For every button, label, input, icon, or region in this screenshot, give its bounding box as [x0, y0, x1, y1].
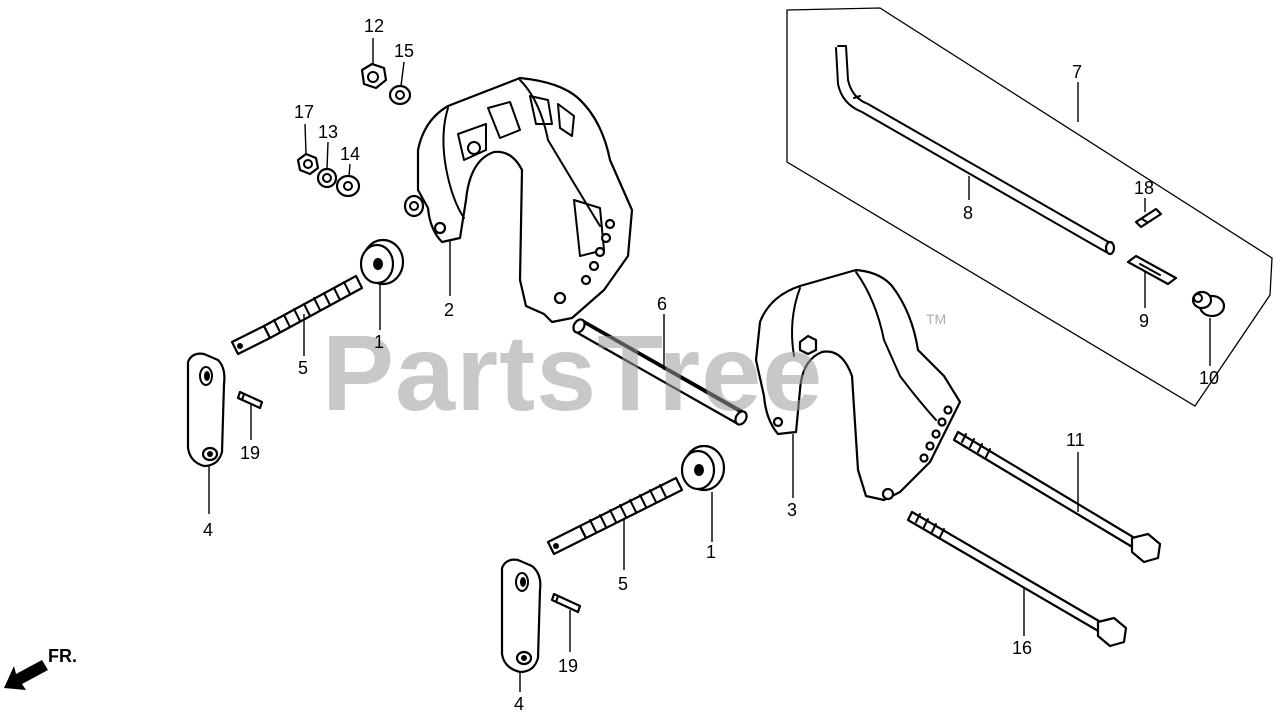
- callout-4: 4: [203, 520, 213, 540]
- watermark-trademark: TM: [926, 311, 946, 327]
- callout-14: 14: [340, 144, 360, 164]
- part-19-cotter-pin-lower[interactable]: [550, 592, 582, 614]
- part-9-lock-pin[interactable]: [1126, 254, 1178, 286]
- part-1-clamp-pad[interactable]: [359, 238, 405, 286]
- callout-3: 3: [787, 500, 797, 520]
- part-3-stern-bracket[interactable]: [754, 268, 962, 502]
- callout-15: 15: [394, 41, 414, 61]
- callout-5-lower: 5: [618, 574, 628, 594]
- watermark-text: PartsTree: [322, 312, 823, 433]
- part-12-nut[interactable]: [360, 62, 388, 90]
- part-4-clamp-handle[interactable]: [186, 352, 226, 468]
- part-13-lock-washer[interactable]: [316, 167, 338, 189]
- callout-7: 7: [1072, 62, 1082, 82]
- callout-11: 11: [1066, 430, 1085, 450]
- part-15-washer[interactable]: [388, 84, 412, 106]
- callout-5: 5: [298, 358, 308, 378]
- front-label: FR.: [48, 646, 77, 666]
- callout-9: 9: [1139, 311, 1149, 331]
- callout-labels: 12 15 17 13 14 1 2 5 19 4 6 7 8 18 9 10 …: [203, 16, 1219, 714]
- part-18-pin[interactable]: [1134, 207, 1163, 229]
- callout-18: 18: [1134, 178, 1154, 198]
- callout-4-lower: 4: [514, 694, 524, 714]
- front-direction-indicator: FR.: [4, 646, 77, 690]
- callout-1-lower: 1: [706, 542, 716, 562]
- callout-10: 10: [1199, 368, 1219, 388]
- front-arrow-icon: [4, 660, 48, 690]
- callout-1: 1: [374, 332, 384, 352]
- leader-lines: [208, 38, 1211, 692]
- callout-12: 12: [364, 16, 384, 36]
- part-14-washer[interactable]: [335, 174, 361, 198]
- callout-2: 2: [444, 300, 454, 320]
- callout-17: 17: [294, 102, 314, 122]
- callout-19-lower: 19: [558, 656, 578, 676]
- subassembly-outline: [786, 7, 1273, 407]
- part-16-bolt[interactable]: [906, 510, 1128, 648]
- part-10-plug[interactable]: [1191, 290, 1226, 318]
- callout-6: 6: [657, 294, 667, 314]
- part-17-nut[interactable]: [296, 152, 320, 176]
- callout-8: 8: [963, 203, 973, 223]
- part-2-stern-bracket[interactable]: [403, 76, 634, 324]
- callout-19: 19: [240, 443, 260, 463]
- part-5-clamp-screw[interactable]: [230, 274, 364, 356]
- part-4-clamp-handle-lower[interactable]: [500, 558, 542, 674]
- callout-16: 16: [1012, 638, 1032, 658]
- part-5-clamp-screw-lower[interactable]: [546, 476, 684, 556]
- callout-13: 13: [318, 122, 338, 142]
- part-8-tilt-rod[interactable]: [835, 45, 1116, 256]
- part-1-clamp-pad-lower[interactable]: [680, 444, 726, 492]
- part-6-tube[interactable]: [571, 317, 749, 426]
- part-11-bolt[interactable]: [952, 430, 1162, 564]
- part-19-cotter-pin[interactable]: [236, 390, 264, 410]
